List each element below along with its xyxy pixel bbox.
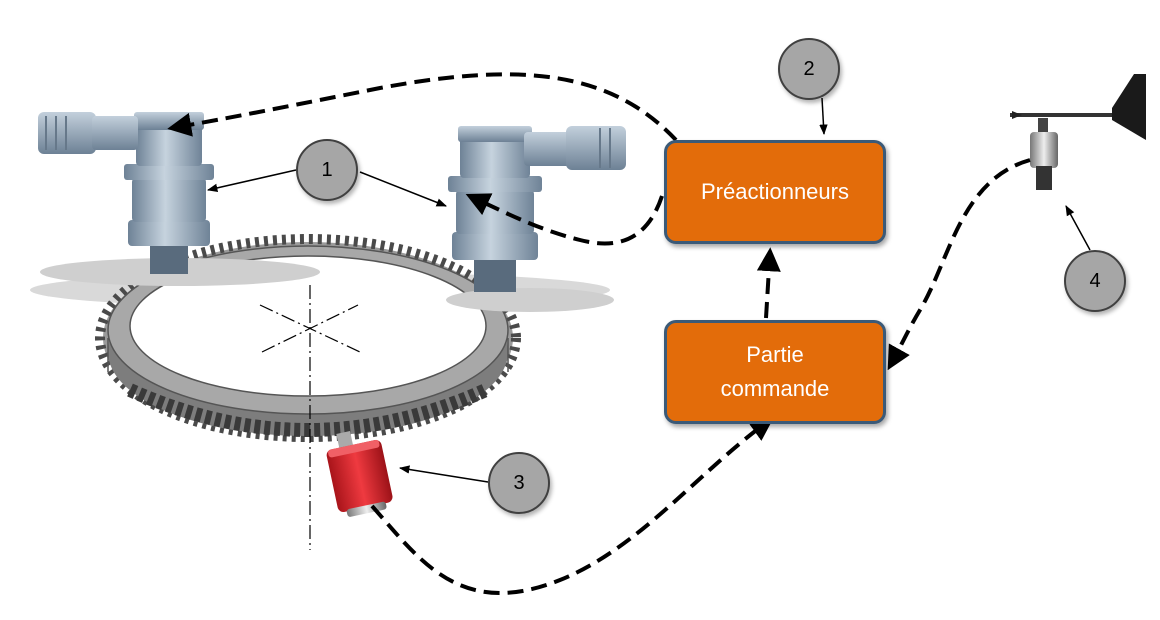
- wind-vane-icon: [1010, 74, 1146, 190]
- path-pre-to-motor-right: [465, 193, 664, 246]
- callout-2: [819, 97, 828, 136]
- rotary-encoder-icon: [326, 431, 393, 517]
- partie-commande-label-line1: Partie: [746, 342, 804, 367]
- badge-1: 1: [296, 139, 358, 201]
- badge-4: 4: [1064, 250, 1126, 312]
- badge-4-label: 4: [1089, 269, 1101, 292]
- partie-commande-box: Partie commande: [664, 320, 886, 424]
- partie-commande-label-line2: commande: [720, 376, 830, 401]
- badge-3: 3: [488, 452, 550, 514]
- center-axes: [259, 285, 361, 550]
- badge-2-label: 2: [803, 57, 815, 80]
- preactionneurs-label: Préactionneurs: [701, 179, 849, 204]
- slewing-ring-icon: [95, 234, 521, 442]
- path-cmd-to-pre: [756, 247, 781, 319]
- callout-1-right: [359, 171, 447, 207]
- path-vane-to-cmd: [887, 158, 1031, 371]
- callout-3: [398, 465, 489, 483]
- callout-1-left: [206, 169, 297, 193]
- preactionneurs-box: Préactionneurs: [664, 140, 886, 244]
- callout-4: [1065, 205, 1091, 251]
- badge-1-label: 1: [321, 158, 333, 181]
- path-encoder-to-cmd: [370, 417, 774, 595]
- badge-3-label: 3: [513, 471, 525, 494]
- path-pre-to-motor-left: [167, 72, 678, 142]
- badge-2: 2: [778, 38, 840, 100]
- gear-motor-icon: [446, 126, 626, 312]
